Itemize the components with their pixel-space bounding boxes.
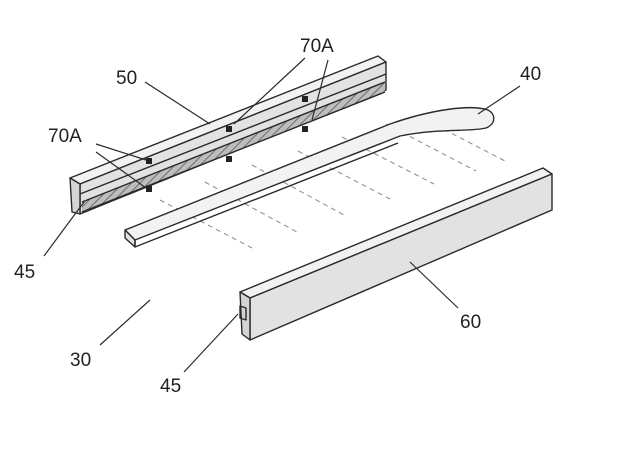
label-70a-top: 70A xyxy=(300,36,334,57)
label-30: 30 xyxy=(70,350,91,371)
label-45-left: 45 xyxy=(14,262,35,283)
marker-70a xyxy=(226,126,232,132)
marker-70a xyxy=(302,126,308,132)
label-60: 60 xyxy=(460,312,481,333)
marker-70a xyxy=(146,186,152,192)
label-40: 40 xyxy=(520,64,541,85)
marker-70a xyxy=(226,156,232,162)
label-50: 50 xyxy=(116,68,137,89)
marker-70a xyxy=(146,158,152,164)
label-45-bottom: 45 xyxy=(160,376,181,397)
label-70a-left: 70A xyxy=(48,126,82,147)
marker-70a xyxy=(302,96,308,102)
front-rail-60 xyxy=(240,168,552,340)
